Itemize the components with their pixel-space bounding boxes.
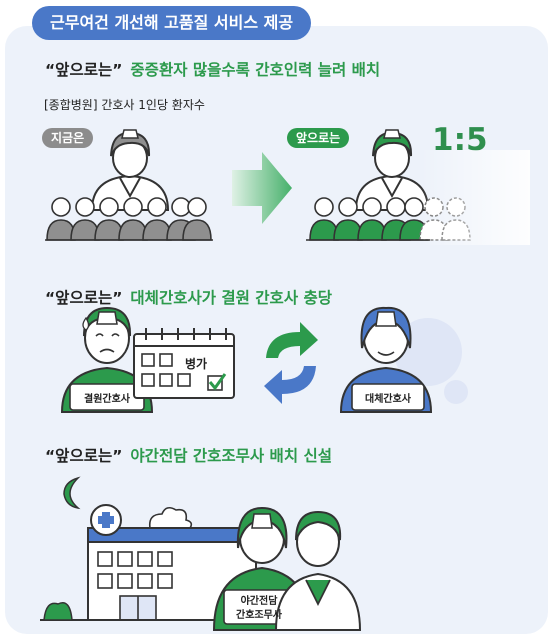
- section2-heading: “앞으로는” 대체간호사가 결원 간호사 충당: [45, 286, 332, 308]
- night-aide-label-line1: 야간전담: [241, 594, 279, 607]
- section1-title: 중증환자 많을수록 간호인력 늘려 배치: [130, 61, 381, 79]
- header-tag: 근무여건 개선해 고품질 서비스 제공: [32, 6, 312, 40]
- now-pill: 지금은: [42, 128, 94, 148]
- section3-quote: “앞으로는”: [45, 447, 123, 465]
- substitute-nurse-figure: [339, 306, 433, 413]
- night-aide-figure: [212, 506, 312, 631]
- future-pill: 앞으로는: [287, 128, 350, 148]
- cloud-icon: [148, 506, 193, 529]
- transition-arrow: [232, 152, 292, 224]
- section3-heading: “앞으로는” 야간전담 간호조무사 배치 신설: [45, 444, 332, 466]
- section3-title: 야간전담 간호조무사 배치 신설: [130, 447, 332, 465]
- future-patients: [306, 150, 530, 245]
- section1-heading: “앞으로는” 중증환자 많을수록 간호인력 늘려 배치: [45, 58, 380, 80]
- absent-nurse-figure: [60, 306, 154, 413]
- section1-subtitle: [종합병원] 간호사 1인당 환자수: [44, 98, 205, 112]
- calendar-icon: [133, 328, 235, 399]
- bg-circle-small: [444, 380, 468, 404]
- section1-quote: “앞으로는”: [45, 61, 123, 79]
- second-aide-figure: [274, 510, 362, 631]
- absent-nurse-label: 결원간호사: [84, 392, 131, 405]
- swap-arrows-icon: [264, 322, 318, 404]
- calendar-text: 병가: [185, 356, 207, 371]
- moon-icon: [63, 476, 81, 510]
- hospital-building: [40, 504, 300, 621]
- substitute-nurse-badge: [351, 383, 425, 411]
- night-aide-label-line2: 간호조무사: [236, 608, 283, 621]
- current-patients: [45, 197, 213, 241]
- section2-quote: “앞으로는”: [45, 289, 123, 307]
- section2-title: 대체간호사가 결원 간호사 충당: [130, 289, 332, 307]
- substitute-nurse-label: 대체간호사: [365, 392, 412, 405]
